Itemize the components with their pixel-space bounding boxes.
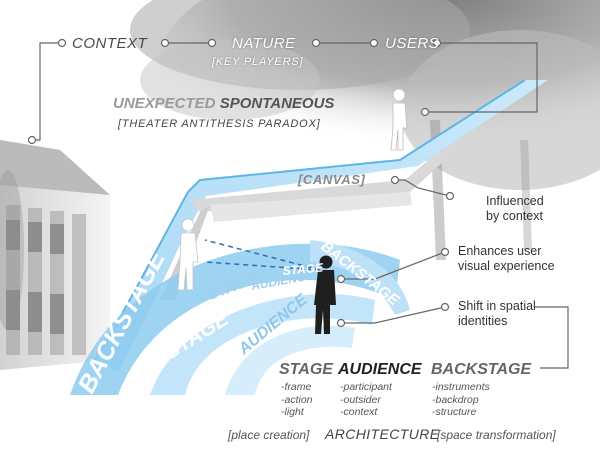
- label-spontaneous: SPONTANEOUS: [219, 95, 335, 112]
- label-architecture: ARCHITECTURE: [325, 426, 440, 442]
- backstage-item: -backdrop: [432, 393, 479, 406]
- floor-word-stage-inner: STAGE: [282, 260, 325, 278]
- building: [0, 140, 110, 370]
- connector-dots: [27, 38, 455, 328]
- note-shift-line2: identities: [458, 314, 508, 328]
- audience-list: -participant -outsider -context: [340, 381, 392, 419]
- audience-item: -outsider: [340, 393, 381, 406]
- note-influenced: Influenced by context: [486, 194, 544, 224]
- bottom-title-stage: STAGE: [279, 361, 333, 378]
- label-place-creation: [place creation]: [228, 428, 310, 442]
- floor-rings: [70, 240, 410, 395]
- audience-item: -context: [340, 406, 378, 418]
- label-key-players: [KEY PLAYERS]: [212, 56, 304, 68]
- stage-item: -frame: [281, 381, 312, 393]
- label-space-transformation: [space transformation]: [437, 428, 556, 442]
- concept-title: UNEXPECTED SPONTANEOUS: [113, 95, 334, 112]
- backstage-item: -structure: [432, 406, 477, 418]
- stage-item: -action: [281, 393, 313, 406]
- audience-item: -participant: [340, 381, 392, 393]
- label-paradox: [THEATER ANTITHESIS PARADOX]: [118, 118, 321, 130]
- backstage-item: -instruments: [432, 381, 490, 393]
- backstage-list: -instruments -backdrop -structure: [432, 381, 490, 419]
- person-white-lower: [177, 218, 199, 291]
- label-context: CONTEXT: [72, 35, 148, 52]
- label-users: USERS: [385, 35, 440, 52]
- note-enhances: Enhances user visual experience: [458, 244, 555, 274]
- label-nature: NATURE: [232, 35, 296, 52]
- bottom-title-backstage: BACKSTAGE: [431, 361, 532, 378]
- connector-lines: [32, 42, 569, 369]
- note-enhances-line1: Enhances user: [458, 244, 542, 258]
- note-influenced-line1: Influenced: [486, 194, 544, 208]
- stage-item: -light: [281, 406, 304, 418]
- stage-list: -frame -action -light: [281, 381, 313, 419]
- note-shift-line1: Shift in spatial: [458, 299, 536, 313]
- note-influenced-line2: by context: [486, 209, 543, 223]
- note-enhances-line2: visual experience: [458, 259, 555, 273]
- label-unexpected: UNEXPECTED: [113, 95, 216, 112]
- sight-lines: [204, 239, 321, 271]
- person-dark: [314, 255, 336, 334]
- bottom-title-audience: AUDIENCE: [338, 361, 422, 378]
- label-canvas: [CANVAS]: [298, 172, 366, 187]
- note-shift: Shift in spatial identities: [458, 299, 536, 329]
- person-white-upper: [390, 88, 408, 151]
